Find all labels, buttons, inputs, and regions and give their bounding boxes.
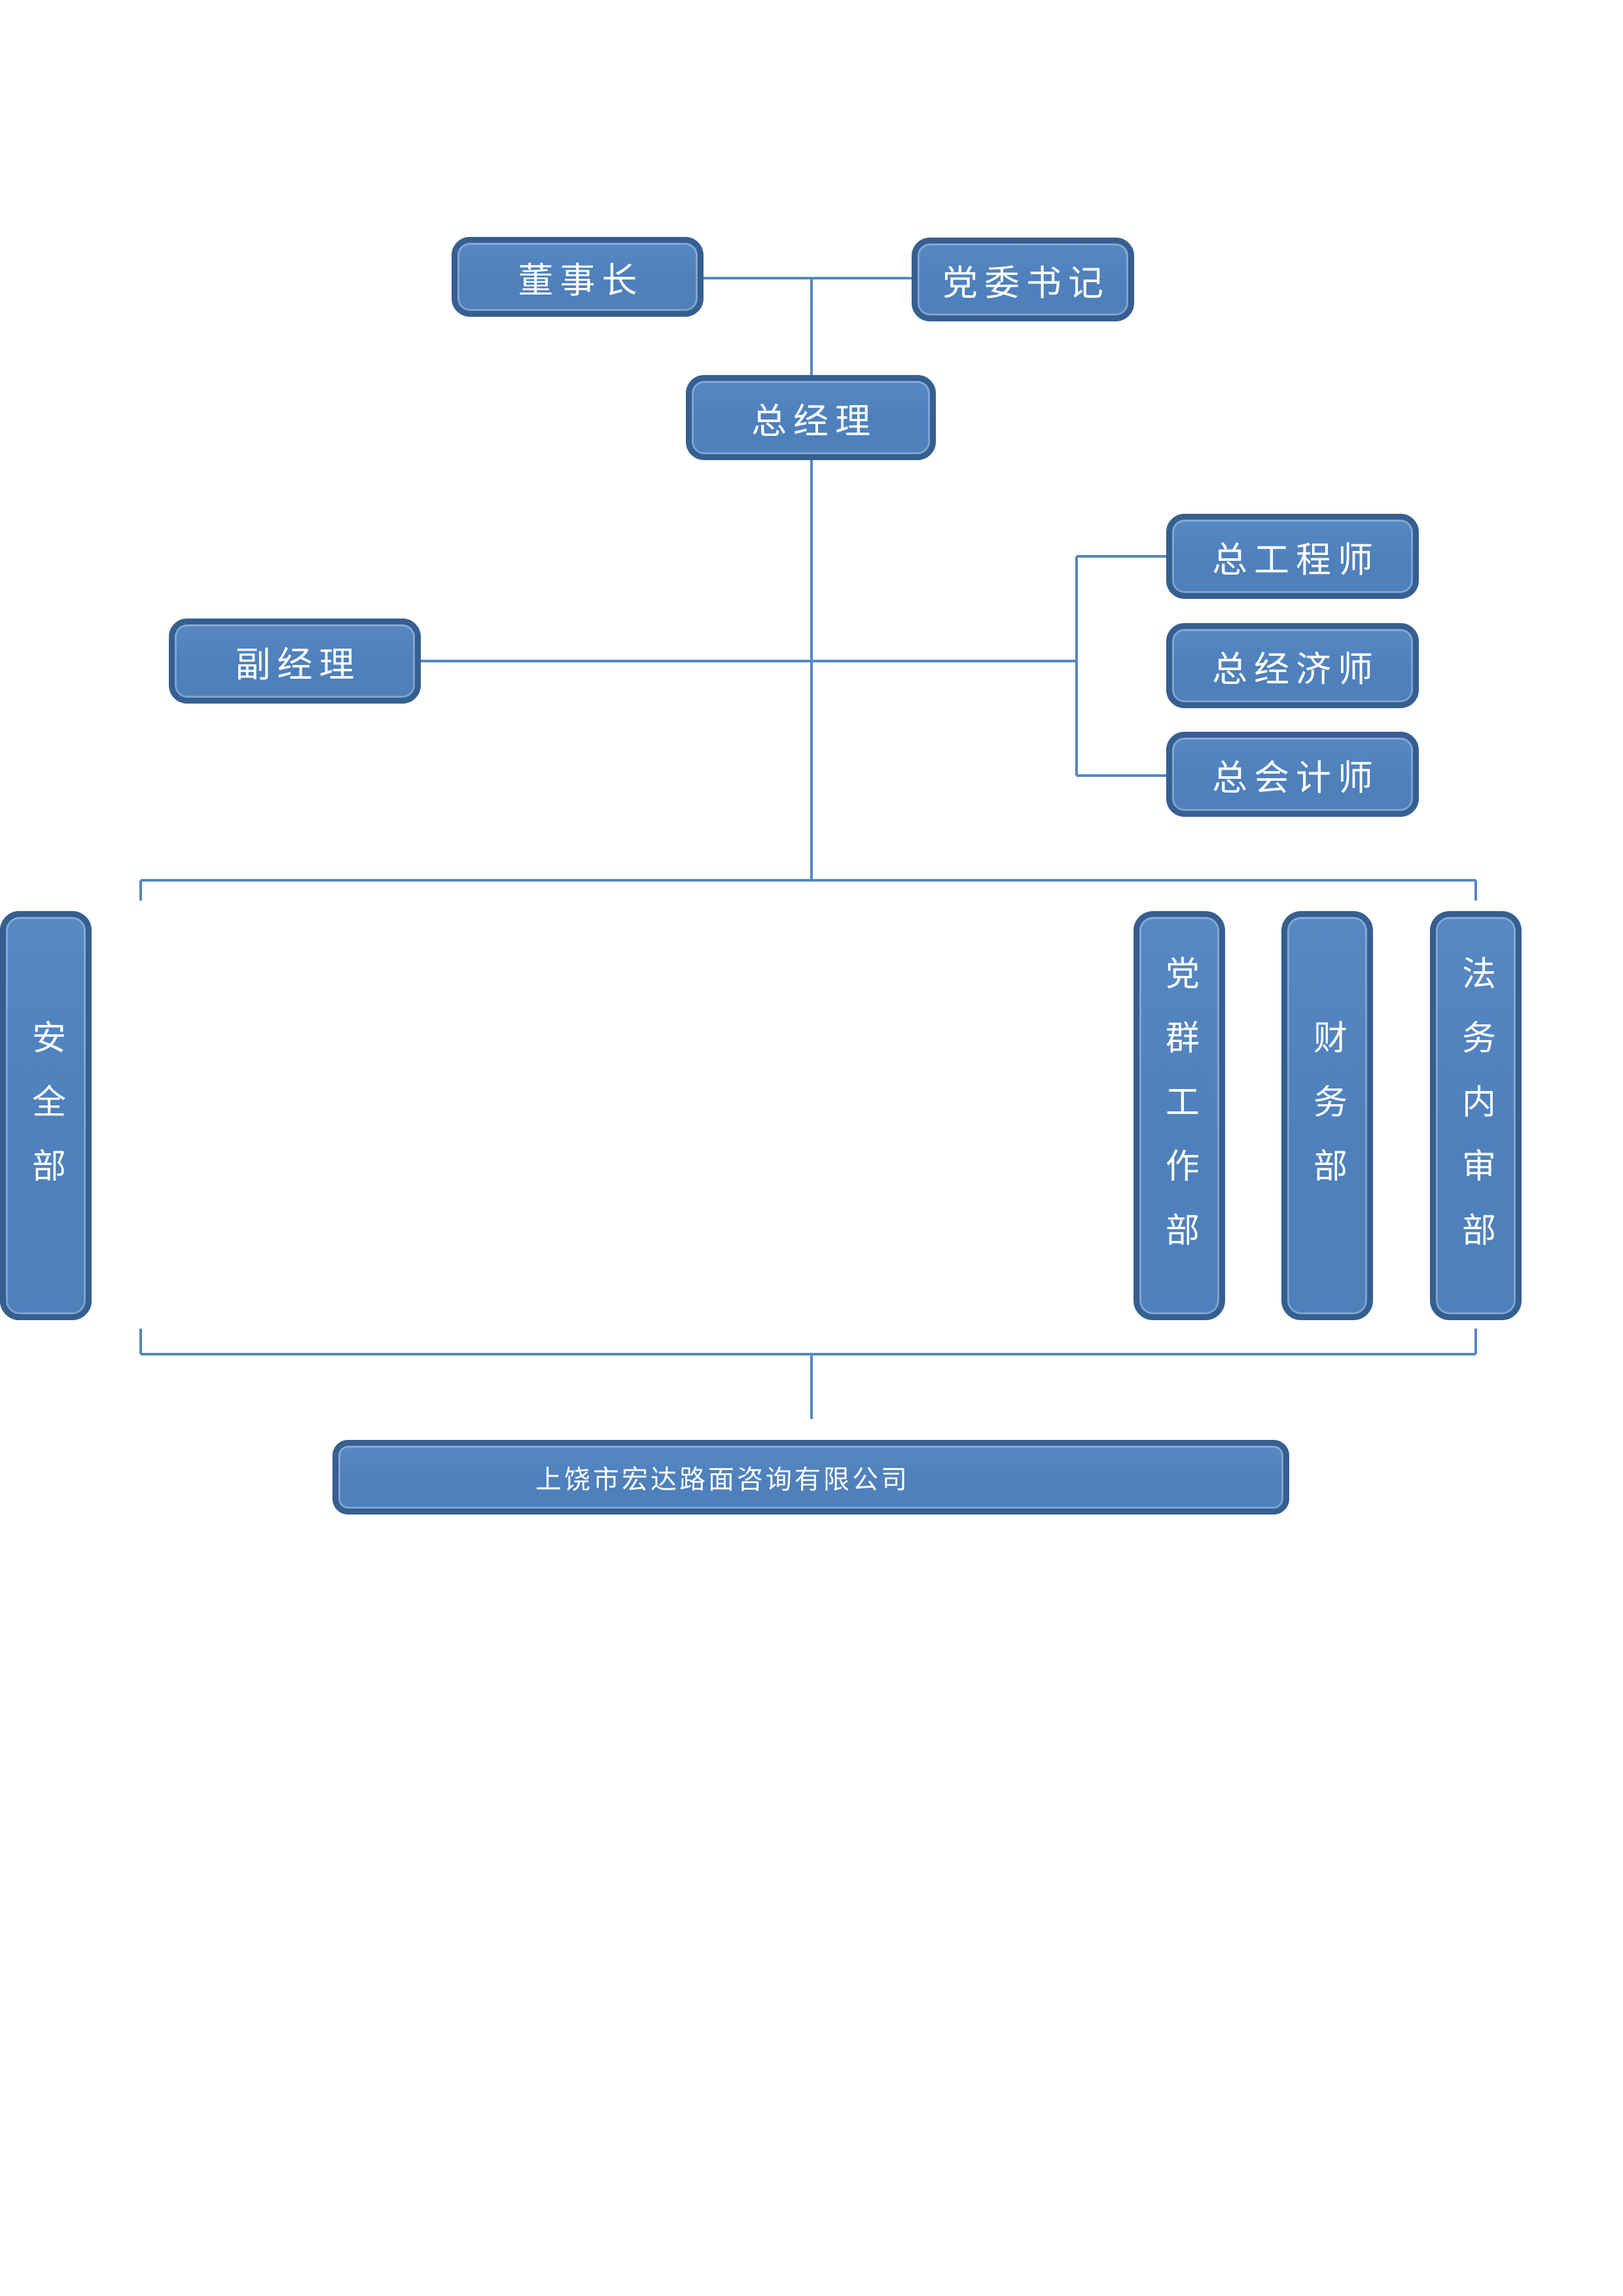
node-chief-economist: 总经济师: [1166, 623, 1419, 708]
node-department-finance: 财务部: [1281, 911, 1373, 1320]
node-deputy-manager: 副经理: [169, 619, 421, 704]
node-party-secretary: 党委书记: [912, 238, 1134, 321]
node-chief-engineer: 总工程师: [1166, 514, 1419, 599]
node-department-party-mass-work: 党群工作部: [1133, 911, 1225, 1320]
node-department-legal-internal-audit: 法务内审部: [1430, 911, 1522, 1320]
node-general-manager: 总经理: [686, 375, 936, 460]
node-chairman: 董事长: [452, 237, 704, 317]
node-company: 上饶市宏达路面咨询有限公司: [332, 1440, 1289, 1515]
node-department-safety: 安全部: [0, 911, 92, 1320]
node-chief-accountant: 总会计师: [1166, 732, 1419, 817]
